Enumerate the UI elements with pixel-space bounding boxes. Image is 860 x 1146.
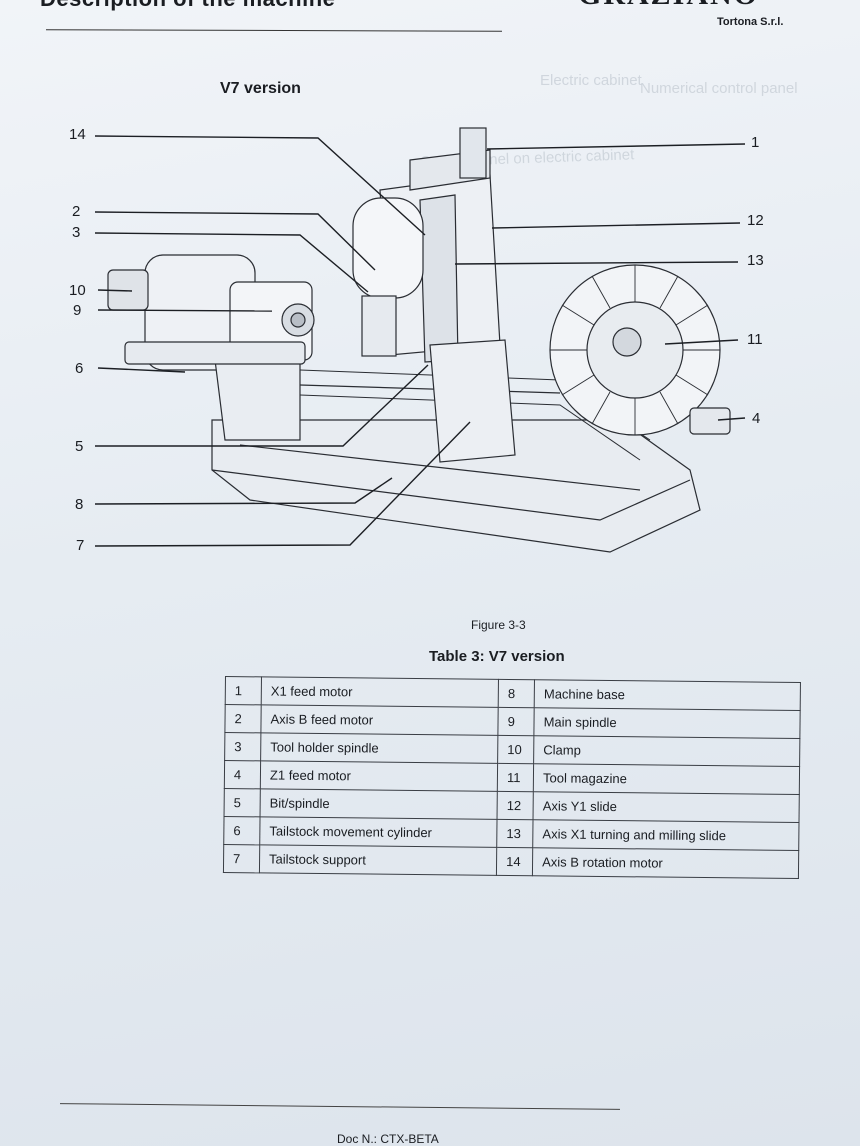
callout-12: 12 (747, 212, 764, 229)
part-label: Tool holder spindle (260, 732, 498, 764)
part-label: Bit/spindle (260, 788, 498, 820)
part-label: Tool magazine (533, 763, 800, 795)
part-label: Clamp (533, 735, 800, 767)
callout-8: 8 (75, 496, 84, 513)
part-number: 1 (225, 676, 262, 705)
part-label: Axis Y1 slide (533, 791, 800, 823)
part-number: 12 (497, 791, 534, 820)
part-number: 6 (223, 816, 261, 845)
part-number: 13 (496, 819, 534, 848)
part-number: 14 (496, 847, 533, 876)
footer-rule (60, 1103, 620, 1110)
figure-heading: V7 version (220, 80, 301, 97)
part-label: Tailstock support (259, 844, 497, 876)
document-number: Doc N.: CTX-BETA (337, 1132, 439, 1146)
part-number: 10 (497, 735, 534, 764)
figure-caption: Figure 3-3 (471, 618, 526, 632)
callout-1: 1 (751, 134, 760, 151)
part-number: 5 (224, 788, 261, 817)
part-number: 9 (497, 707, 535, 736)
part-label: X1 feed motor (261, 676, 499, 708)
callout-7: 7 (76, 537, 85, 554)
table-row: 7 Tailstock support 14 Axis B rotation m… (223, 844, 799, 879)
company-logo: GRAZIANO (578, 0, 759, 12)
leader-10 (97, 289, 133, 292)
callout-4: 4 (752, 410, 761, 427)
leader-4 (717, 417, 746, 421)
part-label: Tailstock movement cylinder (259, 816, 498, 848)
section-title: Description of the machine (40, 0, 335, 12)
leader-2 (94, 211, 376, 271)
tailstock-support-shape (429, 339, 516, 463)
part-number: 7 (223, 844, 260, 873)
callout-2: 2 (72, 203, 81, 220)
leader-8 (94, 477, 393, 505)
part-label: Axis B rotation motor (532, 847, 799, 879)
parts-table: 1 X1 feed motor 8 Machine base 2 Axis B … (223, 676, 801, 879)
leader-14 (94, 135, 426, 236)
part-number: 4 (224, 760, 261, 789)
part-label: Axis B feed motor (260, 704, 499, 736)
bleed-through-text-middle: Numerical control panel (640, 80, 798, 97)
leader-11 (664, 339, 739, 345)
callout-14: 14 (69, 126, 86, 143)
part-number: 3 (224, 732, 261, 761)
tailstock-cylinder-shape (124, 341, 306, 365)
company-name: Tortona S.r.l. (717, 16, 784, 28)
leader-1 (486, 143, 746, 150)
part-label: Main spindle (533, 707, 801, 739)
callout-11: 11 (747, 331, 763, 348)
part-label: Machine base (534, 679, 801, 711)
part-number: 2 (224, 704, 262, 733)
part-number: 8 (498, 679, 535, 708)
callout-6: 6 (75, 360, 84, 377)
callout-5: 5 (75, 438, 84, 455)
b-axis-head-shape (352, 197, 424, 299)
leader-6 (97, 367, 186, 373)
machine-diagram (94, 127, 746, 553)
leader-3 (94, 232, 369, 293)
table-title: Table 3: V7 version (429, 648, 565, 665)
bleed-through-text-left: Electric cabinet (540, 72, 642, 89)
part-number: 11 (497, 763, 534, 792)
part-label: Z1 feed motor (260, 760, 498, 792)
leader-9 (97, 309, 273, 312)
leader-5 (95, 364, 429, 447)
callout-13: 13 (747, 252, 764, 269)
leader-7 (94, 421, 471, 547)
callout-9: 9 (73, 302, 82, 319)
leader-12 (491, 222, 741, 229)
leader-13 (454, 261, 739, 265)
part-label: Axis X1 turning and milling slide (532, 819, 799, 851)
callout-10: 10 (69, 282, 86, 299)
callout-3: 3 (72, 224, 81, 241)
